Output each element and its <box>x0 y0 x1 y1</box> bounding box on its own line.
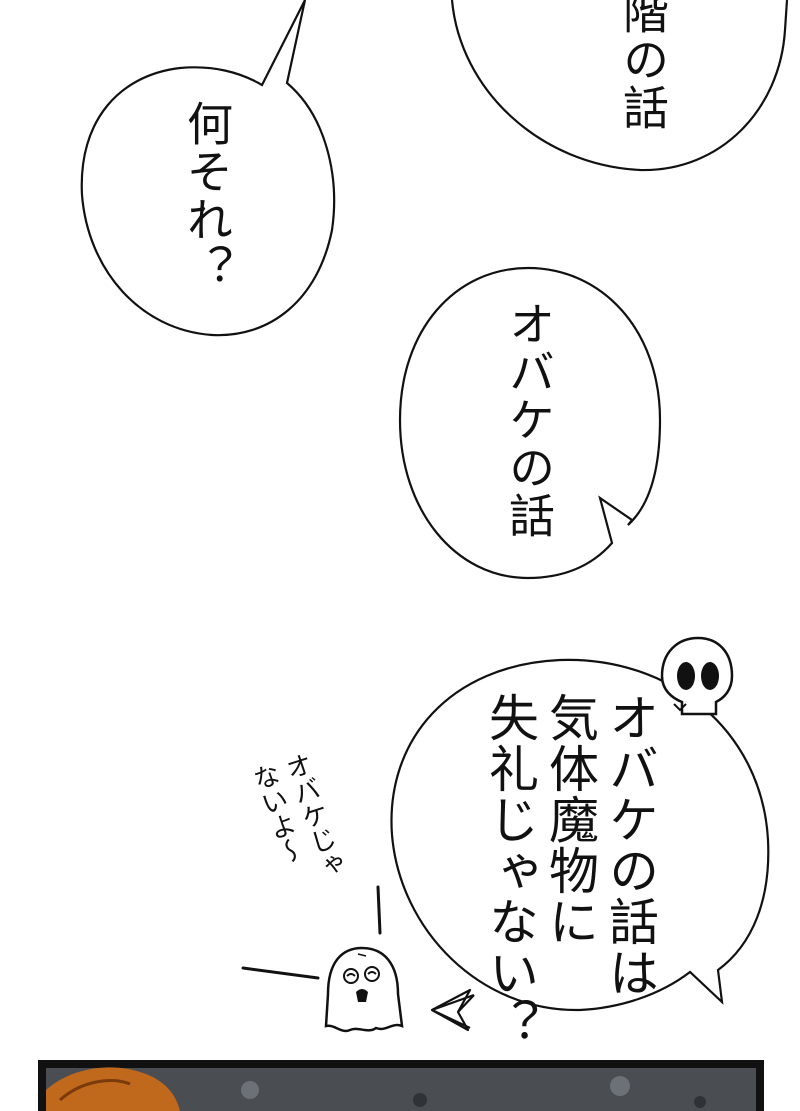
bubble-text-rude: オバケの話は 気体魔物に 失礼じゃない？ <box>480 692 660 1049</box>
bubble-text-rude-line-3: 失礼じゃない？ <box>481 692 539 1049</box>
ghost-icon <box>324 946 404 1033</box>
arrow-icon <box>430 988 475 1032</box>
bubble-text-question: 何それ？ <box>180 100 234 292</box>
bubble-text-ghost-talk: オバケの話 <box>502 300 556 540</box>
speech-bubble-top-right <box>450 0 789 172</box>
bubble-text-top-right: 階の話 <box>616 0 670 132</box>
speech-bubble-question <box>80 0 336 337</box>
bubble-text-rude-line-2: 気体魔物に <box>541 692 599 947</box>
skull-icon <box>660 636 734 716</box>
speech-bubble-ghost-talk <box>398 266 662 580</box>
speech-bubble-rude <box>390 658 770 1012</box>
next-panel <box>38 1060 764 1111</box>
bubble-text-rude-line-1: オバケの話は <box>601 692 659 998</box>
motion-lines <box>241 885 382 980</box>
